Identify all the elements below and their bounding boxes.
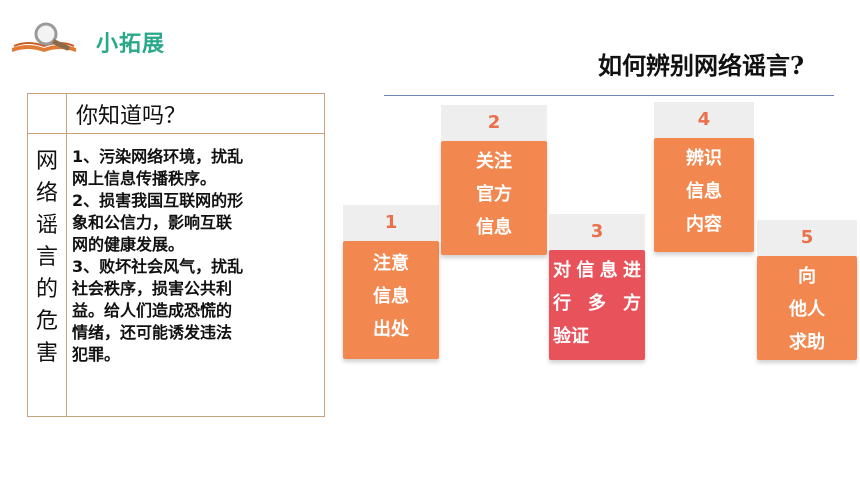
step-text-line: 信息 — [373, 286, 409, 307]
step-text-line: 验证 — [553, 326, 589, 347]
step-number: 4 — [654, 102, 754, 138]
content-line: 3、败坏社会风气，扰乱 — [72, 257, 244, 276]
content-line: 象和公信力，影响互联 — [72, 213, 233, 232]
step-text-line: 对信息进 — [553, 260, 641, 281]
step-4: 4 辨识 信息 内容 — [654, 102, 754, 254]
step-text-line: 信息 — [476, 217, 512, 238]
content-line: 益。给人们造成恐慌的 — [72, 301, 233, 320]
side-label-char: 害 — [35, 341, 58, 366]
section-title: 小拓展 — [96, 31, 166, 57]
step-text-line: 出处 — [373, 319, 409, 340]
step-box: 辨识 信息 内容 — [654, 138, 754, 252]
step-3: 3 对信息进 行 多 方 验证 — [549, 214, 645, 360]
side-label-char: 的 — [35, 277, 58, 302]
content-line: 网的健康发展。 — [72, 235, 185, 254]
step-text-line: 辨识 — [686, 148, 722, 169]
side-label-char: 危 — [35, 309, 58, 334]
side-label-char: 谣 — [35, 213, 58, 238]
step-box: 对信息进 行 多 方 验证 — [549, 250, 645, 360]
table-question: 你知道吗？ — [76, 104, 187, 129]
step-text-line: 向 — [798, 266, 816, 287]
table-side-label: 网 络 谣 言 的 危 害 — [32, 146, 62, 370]
side-label-char: 言 — [35, 245, 58, 270]
step-number: 3 — [549, 214, 645, 250]
step-1: 1 注意 信息 出处 — [343, 205, 439, 361]
side-label-char: 络 — [35, 181, 58, 206]
step-text-line: 他人 — [789, 299, 825, 320]
step-number: 1 — [343, 205, 439, 241]
step-5: 5 向 他人 求助 — [757, 220, 857, 360]
content-line: 社会秩序，损害公共利 — [72, 279, 233, 298]
side-label-char: 网 — [35, 149, 58, 174]
step-box: 注意 信息 出处 — [343, 241, 439, 359]
content-line: 1、污染网络环境，扰乱 — [72, 147, 244, 166]
page-title: 如何辨别网络谣言? — [598, 51, 805, 80]
step-text-line: 内容 — [686, 214, 722, 235]
content-line: 情绪，还可能诱发违法 — [72, 323, 233, 342]
step-number: 5 — [757, 220, 857, 256]
step-box: 向 他人 求助 — [757, 256, 857, 360]
table-divider-horizontal — [28, 133, 324, 134]
step-text-line: 官方 — [476, 184, 512, 205]
info-table: 你知道吗？ 网 络 谣 言 的 危 害 1、污染网络环境，扰乱 网上信息传播秩序… — [27, 93, 325, 417]
step-text-line: 求助 — [789, 332, 825, 353]
step-2: 2 关注 官方 信息 — [441, 105, 547, 257]
content-line: 网上信息传播秩序。 — [72, 169, 217, 188]
step-text-line: 行 多 方 — [553, 293, 641, 314]
step-text-line: 注意 — [373, 253, 409, 274]
step-text-line: 关注 — [476, 151, 512, 172]
step-box: 关注 官方 信息 — [441, 141, 547, 255]
step-text-line: 信息 — [686, 181, 722, 202]
content-line: 2、损害我国互联网的形 — [72, 191, 244, 210]
table-content: 1、污染网络环境，扰乱 网上信息传播秩序。 2、损害我国互联网的形 象和公信力，… — [72, 146, 322, 366]
content-line: 犯罪。 — [72, 345, 121, 364]
step-number: 2 — [441, 105, 547, 141]
title-underline — [384, 95, 834, 96]
magnifier-book-icon — [12, 22, 76, 52]
table-divider-vertical — [66, 94, 67, 416]
